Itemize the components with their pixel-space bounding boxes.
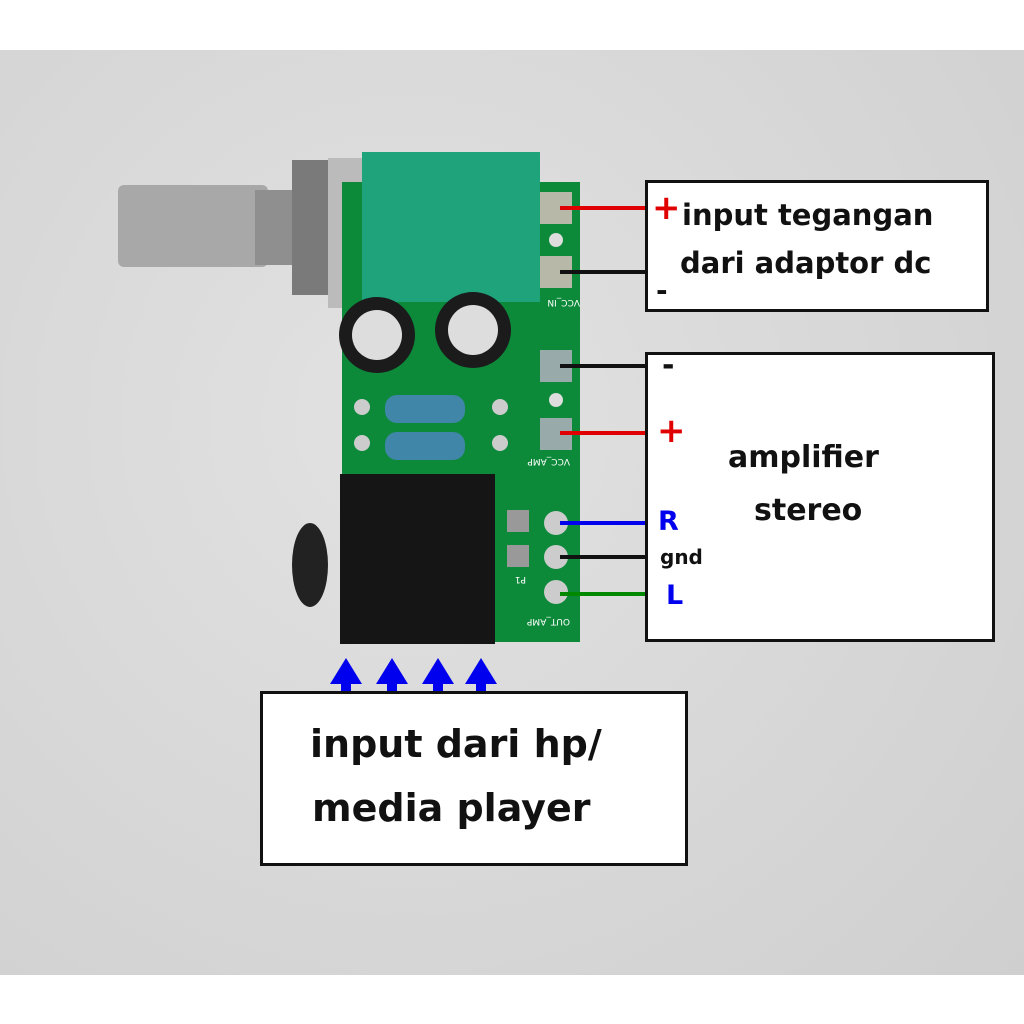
amplifier-label-line1: amplifier [728, 440, 879, 475]
arrow-up-icon [376, 658, 408, 693]
audio-jack [340, 474, 495, 644]
power-label-line2: dari adaptor dc [680, 246, 932, 280]
amplifier-label-line2: stereo [754, 493, 863, 528]
right-channel-label: R [658, 506, 679, 537]
minus-sign: - [656, 274, 668, 307]
ground-label: gnd [660, 545, 703, 569]
resistor [385, 395, 465, 423]
pcb-label-vcc-in: VCC_IN [547, 297, 580, 307]
pcb-label-out-amp: OUT_AMP [526, 616, 570, 626]
pcb-label-p1: P1 [515, 574, 526, 584]
input-label-line2: media player [312, 786, 591, 830]
left-channel-label: L [666, 580, 684, 611]
plus-sign: + [652, 188, 681, 228]
potentiometer-body [362, 152, 540, 302]
arrow-up-icon [422, 658, 454, 693]
power-label-line1: input tegangan [682, 198, 934, 232]
resistor [385, 432, 465, 460]
potentiometer-shaft [118, 185, 268, 267]
potentiometer-nut [292, 160, 332, 295]
minus-sign: - [662, 348, 675, 383]
audio-input-box [260, 691, 688, 866]
arrow-up-icon [330, 658, 362, 693]
pcb-label-vcc-amp: VCC_AMP [527, 456, 570, 466]
input-label-line1: input dari hp/ [310, 722, 602, 766]
power-input-box [645, 180, 989, 312]
arrow-up-icon [465, 658, 497, 693]
amplifier-box [645, 352, 995, 642]
plus-sign: + [657, 411, 686, 451]
